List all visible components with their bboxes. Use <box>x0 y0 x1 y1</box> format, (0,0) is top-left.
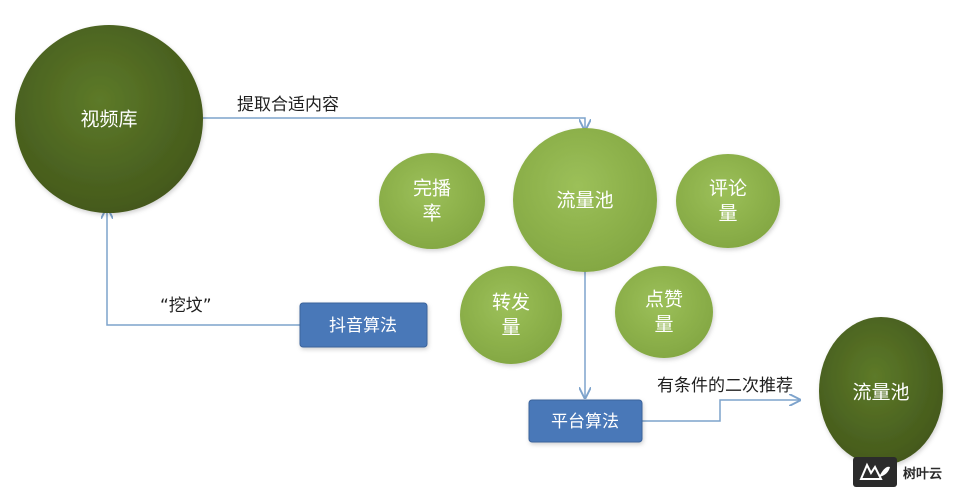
node-pool-main: 流量池 <box>513 128 657 272</box>
edge-label-dig: “挖坟” <box>160 296 212 316</box>
edge-conditional <box>642 400 800 422</box>
node-like-count-line1: 点赞 <box>645 289 683 311</box>
watermark: 树叶云 <box>853 455 942 489</box>
node-completion-rate: 完播 率 <box>379 153 485 249</box>
node-video-library-label: 视频库 <box>80 109 137 131</box>
node-pool-secondary: 流量池 <box>819 317 943 465</box>
node-repost-count-line2: 量 <box>501 317 520 339</box>
edge-extract <box>203 117 585 130</box>
node-video-library: 视频库 <box>15 25 203 213</box>
edges <box>107 117 800 422</box>
edge-label-extract: 提取合适内容 <box>237 95 339 115</box>
node-repost-count: 转发 量 <box>460 266 562 364</box>
node-comment-count-line1: 评论 <box>709 178 747 200</box>
node-completion-rate-line2: 率 <box>422 203 441 225</box>
box-douyin-algorithm-label: 抖音算法 <box>329 316 397 336</box>
node-pool-secondary-label: 流量池 <box>852 382 909 404</box>
node-repost-count-line1: 转发 <box>492 292 530 314</box>
node-comment-count-line2: 量 <box>718 203 737 225</box>
edge-dig <box>107 208 300 326</box>
edge-label-conditional: 有条件的二次推荐 <box>657 376 793 396</box>
watermark-text: 树叶云 <box>903 466 943 482</box>
node-pool-main-label: 流量池 <box>556 190 613 212</box>
leaf-logo-icon <box>853 457 897 487</box>
node-like-count: 点赞 量 <box>615 266 713 358</box>
box-douyin-algorithm: 抖音算法 <box>299 302 428 348</box>
node-comment-count: 评论 量 <box>676 154 780 248</box>
node-completion-rate-line1: 完播 <box>413 178 451 200</box>
box-platform-algorithm-label: 平台算法 <box>551 412 619 432</box>
node-like-count-line2: 量 <box>654 314 673 336</box>
box-platform-algorithm: 平台算法 <box>528 399 643 443</box>
